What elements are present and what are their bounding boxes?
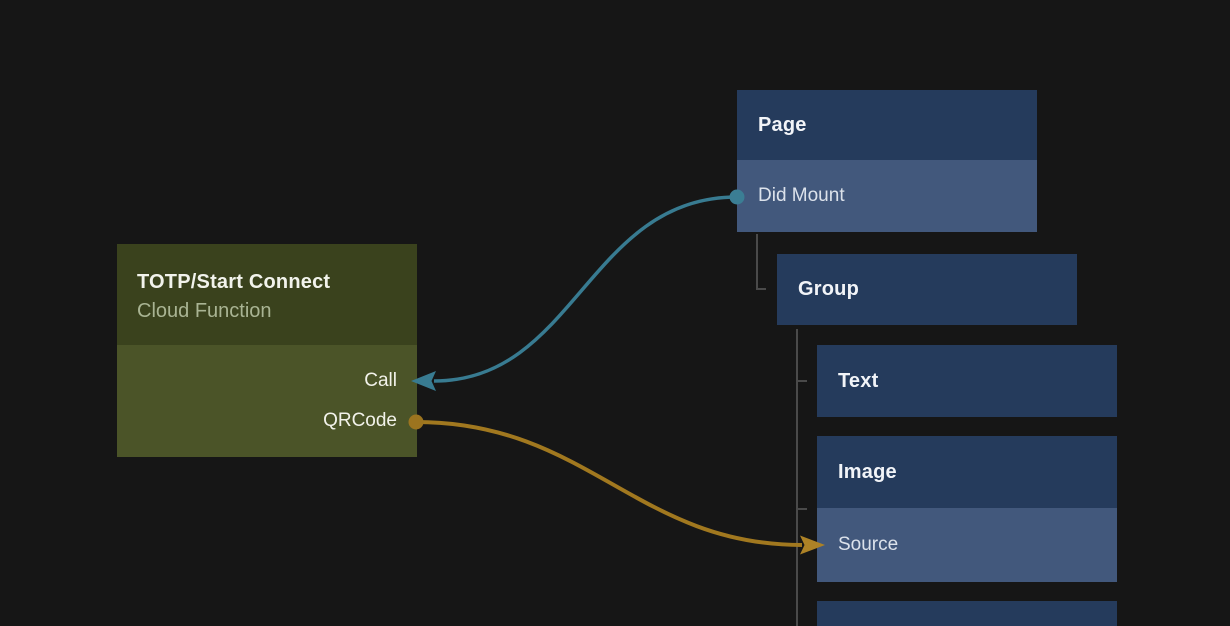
edge-qrcode-to-source-path[interactable] xyxy=(416,422,802,545)
widget-node-page-header: Page xyxy=(737,90,1037,160)
cloud-function-title: TOTP/Start Connect xyxy=(137,268,397,297)
tree-connector-page-group xyxy=(757,234,766,289)
widget-node-clipped[interactable] xyxy=(817,601,1117,626)
edge-didmount-to-call[interactable] xyxy=(411,190,745,392)
widget-node-image-header: Image xyxy=(817,436,1117,508)
row-source-label: Source xyxy=(838,534,898,556)
port-call[interactable]: Call xyxy=(117,361,417,401)
cloud-function-node[interactable]: TOTP/Start Connect Cloud Function Call Q… xyxy=(117,244,417,457)
port-qrcode[interactable]: QRCode xyxy=(117,401,417,441)
widget-node-group-header: Group xyxy=(777,254,1077,325)
row-did-mount[interactable]: Did Mount xyxy=(737,160,1037,232)
widget-node-page-title: Page xyxy=(758,114,807,137)
cloud-function-header: TOTP/Start Connect Cloud Function xyxy=(117,244,417,345)
cloud-function-ports: Call QRCode xyxy=(117,345,417,457)
widget-node-image[interactable]: Image Source xyxy=(817,436,1117,582)
widget-node-group-title: Group xyxy=(798,278,859,301)
cloud-function-subtitle: Cloud Function xyxy=(137,297,397,326)
widget-node-text[interactable]: Text xyxy=(817,345,1117,417)
widget-node-clipped-header xyxy=(817,601,1117,626)
row-did-mount-label: Did Mount xyxy=(758,185,845,207)
widget-node-image-title: Image xyxy=(838,461,897,484)
row-source[interactable]: Source xyxy=(817,508,1117,582)
widget-node-page[interactable]: Page Did Mount xyxy=(737,90,1037,232)
edge-qrcode-to-source[interactable] xyxy=(409,415,826,555)
widget-node-text-header: Text xyxy=(817,345,1117,417)
edge-didmount-to-call-path[interactable] xyxy=(434,197,737,381)
widget-node-group[interactable]: Group xyxy=(777,254,1077,325)
widget-node-text-title: Text xyxy=(838,370,878,393)
